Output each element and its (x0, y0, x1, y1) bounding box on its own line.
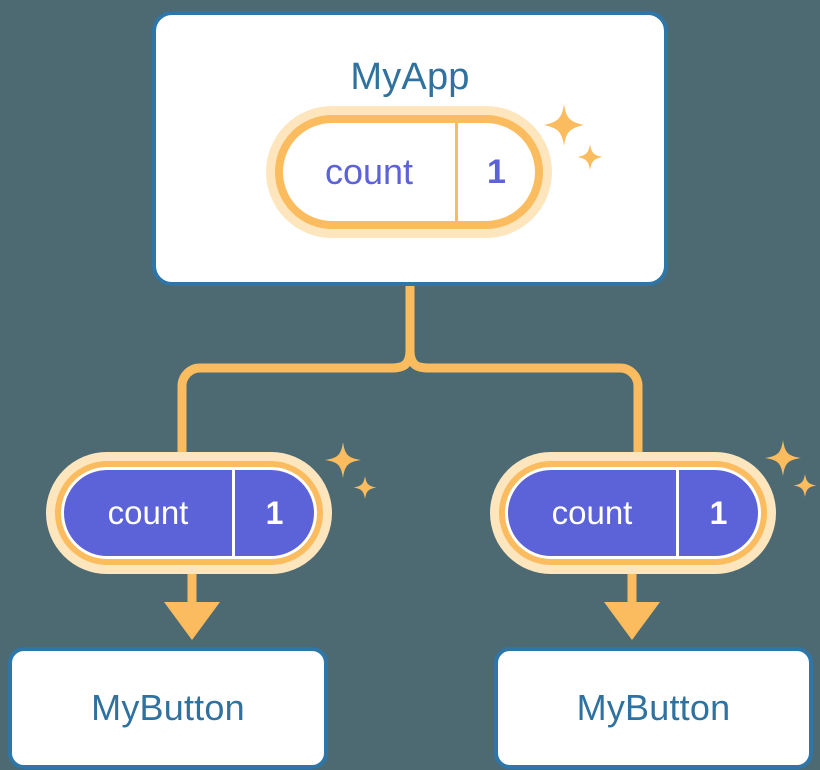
button-card-right[interactable]: MyButton (494, 647, 813, 769)
state-key: count (551, 494, 633, 531)
state-pill-body: count 1 (283, 123, 535, 221)
arrow-connector (604, 570, 660, 640)
button-card-left[interactable]: MyButton (8, 647, 328, 769)
state-pill-ring: count 1 (499, 461, 767, 565)
state-pill-ring: count 1 (275, 115, 543, 229)
branch-connector (177, 349, 415, 465)
state-pill-ring: count 1 (55, 461, 323, 565)
state-pill-child-left[interactable]: count 1 (46, 452, 332, 574)
page-title: MyApp (350, 56, 470, 98)
state-key: count (107, 494, 189, 531)
state-pill-root[interactable]: count 1 (266, 106, 552, 238)
state-value: 1 (232, 470, 314, 556)
state-pill-body: count 1 (505, 467, 761, 559)
button-card-label: MyButton (576, 687, 731, 728)
state-pill-body: count 1 (61, 467, 317, 559)
state-value: 1 (455, 123, 535, 221)
button-card-label: MyButton (91, 687, 245, 728)
arrow-connector (164, 570, 220, 640)
state-value: 1 (676, 470, 758, 556)
state-pill-child-right[interactable]: count 1 (490, 452, 776, 574)
state-key: count (324, 151, 414, 192)
branch-connector (405, 349, 643, 465)
